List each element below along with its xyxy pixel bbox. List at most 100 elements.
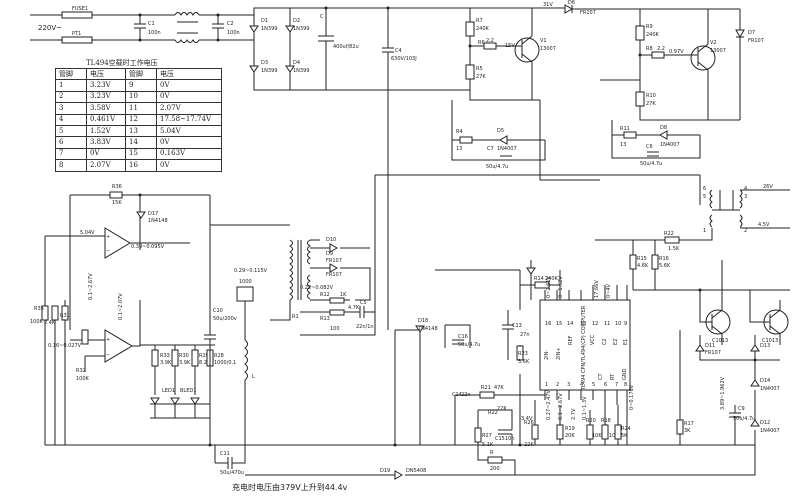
table-title: TL494空载时工作电压 [86, 59, 158, 67]
r7-value: 240K [476, 26, 490, 32]
r23-label: R23 [518, 351, 528, 357]
chip-pin-name: 2IN- [544, 350, 550, 360]
c1-value: 100n [148, 30, 161, 36]
chip-pin-name: CT [598, 373, 604, 380]
junction-dot [324, 6, 328, 10]
vertical-voltage: 3.89~1.962V [720, 376, 726, 410]
r19-value: 20K [565, 433, 575, 439]
resistor-r13 [329, 309, 345, 316]
d9-label: D9 [326, 251, 333, 257]
wire [140, 344, 215, 350]
wire [44, 235, 190, 318]
chip-pin: 14 [567, 321, 573, 327]
d10-value: FR107 [326, 258, 342, 264]
r30-label: R30 [179, 353, 189, 359]
chip-pin: 11 [604, 321, 610, 327]
v26-label: 26V [763, 184, 773, 190]
d5-label: D5 [497, 128, 504, 134]
wire [310, 247, 371, 301]
d13-label: D13 [760, 343, 770, 349]
driver-stage: R22 1.5K R15 4.6K R16 5.6K R17 3K C1013 … [515, 231, 790, 476]
resistor-r32 [81, 329, 89, 345]
r36-value: 15K [112, 200, 122, 206]
capacitor-c10 [204, 320, 216, 445]
wire [611, 120, 701, 159]
junction-dot [468, 44, 472, 48]
chip-pin: 6 [604, 382, 607, 388]
c6-value: 50u/4.7u [640, 161, 662, 167]
d7-value: FR107 [748, 38, 764, 44]
diode-d2 [285, 25, 295, 33]
r24-value: 5K [621, 433, 628, 439]
wire [477, 434, 513, 461]
chip-pin: 7 [615, 382, 618, 388]
resistor-r21 [479, 391, 495, 399]
d9-value: FR107 [326, 272, 342, 278]
r22-label: R22 [488, 410, 498, 416]
wire [690, 9, 709, 120]
diode-d12 [750, 419, 760, 427]
d7-label: D7 [748, 30, 755, 36]
v1-label: V1 [540, 38, 547, 44]
fuse-tag: 1000 [239, 279, 252, 285]
r18-label: R18 [601, 418, 611, 424]
fuse-element [236, 286, 254, 302]
d1-model: 1N399 [261, 26, 277, 32]
chip-pin-name: E1 [623, 339, 629, 345]
wire [699, 351, 780, 465]
junction-dot [753, 358, 757, 362]
v3-label: 0.16~0.027V [48, 343, 82, 349]
pin-label: 1 [703, 228, 706, 234]
led-3 [190, 397, 200, 405]
opamp-plus: + [106, 234, 110, 240]
diode-d19 [394, 470, 404, 480]
chip-pin: 2 [556, 382, 559, 388]
r10-label: R10 [646, 93, 656, 99]
resistor-r24 [614, 424, 622, 440]
d2-model: 1N399 [293, 26, 309, 32]
v15-label: 15V [505, 43, 515, 49]
ground-rail [45, 403, 395, 446]
capacitor-c11 [215, 420, 246, 469]
c11-value: 50u/470u [220, 470, 244, 476]
c15-label: C15 [495, 436, 505, 442]
wire [502, 459, 516, 475]
r5-label: R5 [476, 66, 483, 72]
c15-value: 10n [505, 436, 515, 442]
v45-label: 4.5V [758, 222, 770, 228]
chip-pin-name: E2 [613, 339, 619, 345]
wire [589, 405, 619, 445]
d3-label: D3 [261, 60, 268, 66]
r8-label: R8 [646, 46, 653, 52]
d6-value: FR107 [580, 10, 596, 16]
resistor-r27 [474, 427, 482, 443]
junction-dot [393, 443, 397, 447]
diode-d9 [329, 263, 339, 273]
chip-pin-name: 2IN+ [556, 347, 562, 360]
wire [600, 79, 740, 121]
resistor-r36 [109, 191, 123, 199]
wire [394, 329, 420, 445]
r34-value: 2.4K [44, 320, 56, 326]
r36-label: R36 [112, 184, 122, 190]
mains-input-label: 220V~ [38, 24, 63, 32]
chip-pin: 5 [592, 382, 595, 388]
resistor-r5 [465, 64, 475, 80]
c14-label: C14 [452, 392, 462, 398]
wire [515, 444, 756, 476]
l-label: L [252, 374, 255, 380]
junction-dot [518, 443, 522, 447]
r7-label: R7 [476, 18, 483, 24]
cell: 2.07V [86, 159, 126, 172]
capacitor-c13 [502, 310, 514, 360]
pin-label: 4 [744, 186, 747, 192]
r13-label: R13 [320, 316, 330, 322]
pin-label: 5 [703, 194, 706, 200]
c4-value: 630V/103J [391, 56, 417, 62]
r13-value: 1K [340, 292, 347, 298]
pin-label: 6 [703, 186, 706, 192]
c4-label: C4 [395, 48, 402, 54]
q1-label: C1013 [712, 338, 728, 344]
